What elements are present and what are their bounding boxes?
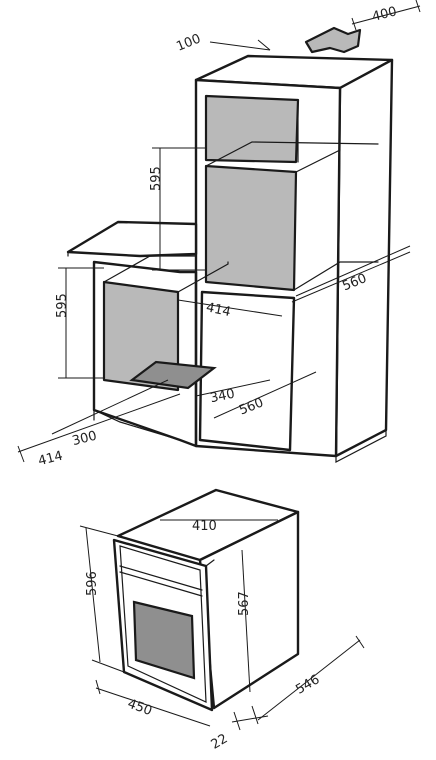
dim-label-596: 596 — [85, 571, 100, 596]
dim-label-450: 450 — [125, 697, 153, 720]
dim-label-546: 546 — [293, 672, 322, 697]
dim-label-567: 567 — [237, 591, 252, 616]
dim-label-100: 100 — [174, 31, 203, 54]
dim-label-300: 300 — [71, 429, 99, 450]
floor-vent-opening — [129, 360, 217, 390]
column-upper-niche — [204, 94, 300, 164]
oven-appliance — [112, 488, 300, 712]
oven-door-window — [132, 600, 196, 680]
tall-column-cabinet — [194, 26, 394, 463]
dim-label-414-column: 414 — [205, 300, 232, 320]
dim-label-410: 410 — [192, 519, 217, 534]
dim-label-22: 22 — [209, 731, 231, 752]
vent-arrow-icon — [304, 26, 362, 54]
dim-label-595-undercounter: 595 — [55, 293, 70, 318]
oven-dimension-lines — [79, 519, 365, 731]
upper-dimension-lines — [17, 0, 421, 463]
dim-label-414-undercounter: 414 — [37, 449, 65, 470]
undercounter-cabinet — [66, 220, 229, 448]
column-oven-niche — [204, 164, 298, 292]
dimension-labels: 400 100 595 560 414 595 560 340 300 414 … — [37, 4, 399, 752]
dim-label-595-column: 595 — [149, 166, 164, 191]
dim-label-340: 340 — [209, 386, 236, 406]
column-lower-door — [198, 290, 296, 452]
dim-label-400: 400 — [371, 4, 399, 25]
